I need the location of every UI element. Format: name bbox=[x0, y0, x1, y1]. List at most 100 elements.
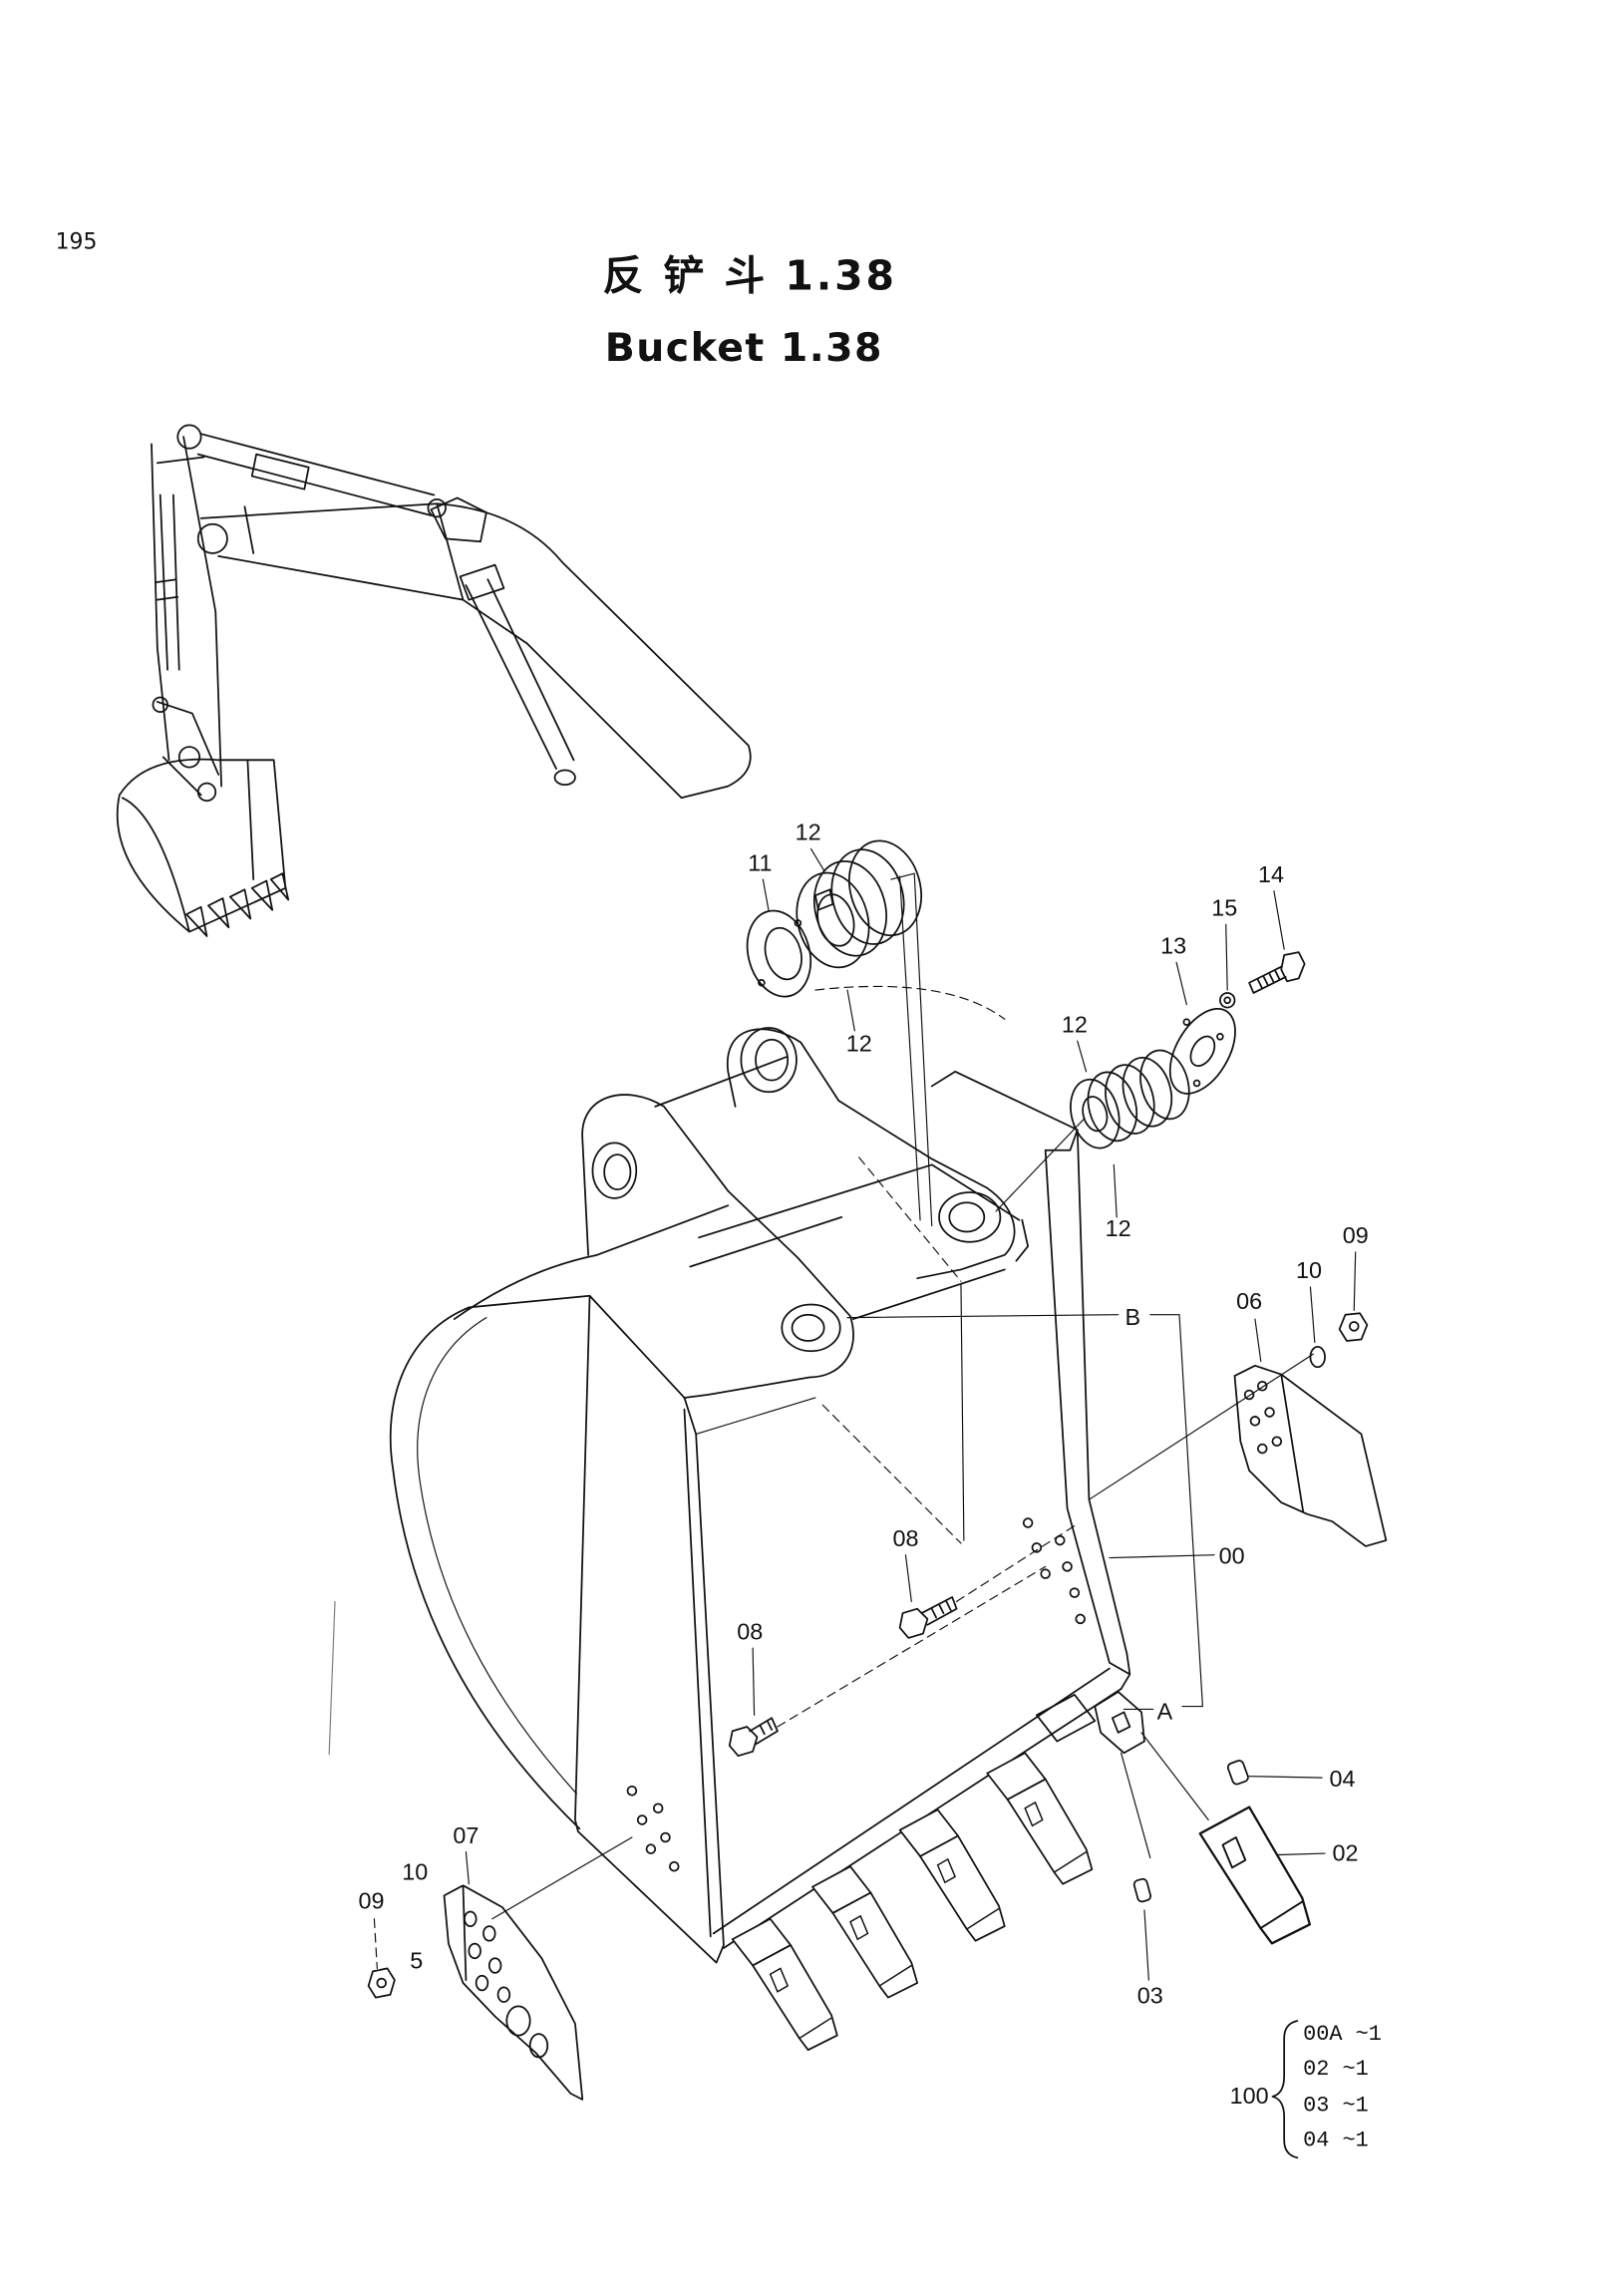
arm-top-pin bbox=[176, 424, 202, 450]
bucket-shell-inner-line bbox=[417, 1317, 577, 1795]
bolt-14-shank bbox=[1248, 965, 1287, 994]
bolt-08-right-shank bbox=[920, 1596, 958, 1626]
bucket-hidden-lines bbox=[821, 1156, 962, 1544]
callout-label: 12 bbox=[1106, 1215, 1131, 1241]
bucket-floor-lines bbox=[695, 1283, 965, 1541]
lock-pin-04 bbox=[1226, 1760, 1249, 1786]
bucket-assembly bbox=[389, 1027, 1131, 1964]
callout-label: 12 bbox=[846, 1030, 872, 1056]
reference-label-a: A bbox=[1157, 1699, 1173, 1725]
callout-label: 5 bbox=[410, 1947, 423, 1973]
arm-cylinder bbox=[459, 563, 575, 770]
washer-10-right bbox=[1309, 1345, 1326, 1369]
side-cutter-06 bbox=[1233, 1364, 1388, 1547]
side-cutter-07 bbox=[443, 1884, 584, 2101]
leader-13 bbox=[1175, 961, 1187, 1006]
cutter-06-centerline bbox=[1088, 1353, 1314, 1500]
exploded-tooth-hardware bbox=[1094, 1691, 1311, 1945]
left-plate-bolt-holes bbox=[626, 1785, 680, 1872]
legend-item: 02 ~1 bbox=[1303, 2057, 1369, 2082]
boom-pivot-bore bbox=[603, 1153, 632, 1190]
pin-centerlines-left bbox=[890, 872, 933, 1227]
bucket-teeth bbox=[733, 1693, 1097, 2050]
pin-centerline-right bbox=[995, 1117, 1086, 1212]
bolt-08-right-centerline bbox=[955, 1524, 1076, 1602]
leader-11 bbox=[762, 878, 770, 912]
side-cutter-07-holes bbox=[464, 1910, 549, 2059]
bolt-08-right-head bbox=[898, 1607, 929, 1639]
rear-link-bore bbox=[791, 1313, 825, 1342]
plate-13-hole bbox=[1192, 1079, 1201, 1088]
leader-b-to-a bbox=[846, 1314, 1203, 1708]
washer-15 bbox=[1219, 992, 1236, 1009]
front-ear-plate bbox=[726, 1028, 1016, 1280]
nut-09-right-bore bbox=[1348, 1321, 1360, 1332]
callout-label: 08 bbox=[737, 1618, 763, 1644]
cutter-07-centerline bbox=[491, 1836, 633, 1920]
arm-cylinder-end bbox=[553, 769, 576, 787]
callout-label: 03 bbox=[1137, 1982, 1163, 2008]
legend-item: 04 ~1 bbox=[1303, 2129, 1369, 2153]
leader-02 bbox=[1277, 1852, 1326, 1856]
legend-item: 03 ~1 bbox=[1303, 2094, 1369, 2119]
bucket-cylinder bbox=[155, 493, 180, 671]
callout-label: 06 bbox=[1236, 1288, 1262, 1314]
bolt-08-left-head bbox=[728, 1726, 759, 1758]
shim-stack-right-12 bbox=[1070, 1049, 1190, 1149]
callout-label: 07 bbox=[453, 1822, 479, 1848]
bolt-08-left-centerline bbox=[777, 1565, 1047, 1728]
callout-label: 13 bbox=[1160, 933, 1186, 959]
leader-12 bbox=[809, 847, 825, 871]
leader-06 bbox=[1254, 1318, 1262, 1363]
leader-12 bbox=[846, 989, 855, 1032]
collar-11-bore bbox=[764, 926, 803, 981]
boom-cylinder bbox=[196, 433, 436, 516]
leader-14 bbox=[1273, 890, 1285, 950]
front-link-bore bbox=[948, 1201, 986, 1233]
collar-11 bbox=[746, 909, 811, 998]
leader-12 bbox=[1077, 1040, 1088, 1073]
washer-15-bore bbox=[1223, 996, 1231, 1005]
callout-label: 11 bbox=[748, 849, 772, 875]
side-cutter-06-holes bbox=[1243, 1381, 1283, 1455]
plate-13-hole bbox=[1182, 1018, 1191, 1026]
tooth-adapter-nose bbox=[1036, 1693, 1097, 1743]
overview-bucket-teeth bbox=[185, 872, 290, 937]
callout-label: 09 bbox=[359, 1888, 385, 1914]
parts-list-legend: 100 00A ~1 02 ~1 03 ~1 04 ~1 bbox=[1230, 2020, 1382, 2159]
callout-label: 00 bbox=[1219, 1542, 1245, 1568]
leader-07 bbox=[465, 1851, 470, 1885]
callout-label: 12 bbox=[1062, 1011, 1088, 1037]
pin-centerline-arc bbox=[814, 985, 1006, 1020]
leader-03 bbox=[1143, 1909, 1149, 1981]
collar-11-hole bbox=[758, 978, 766, 987]
callout-label: 10 bbox=[402, 1858, 428, 1884]
side-cutter-hardware bbox=[328, 1312, 1388, 2101]
nut-09-right bbox=[1338, 1312, 1369, 1342]
left-side-plate bbox=[468, 1294, 725, 1964]
callout-label: 02 bbox=[1332, 1839, 1358, 1865]
assembly-number: 100 bbox=[1230, 2083, 1269, 2109]
callout-label: 04 bbox=[1330, 1766, 1356, 1792]
leader-lines bbox=[373, 847, 1357, 1981]
shim-stack-left-12 bbox=[796, 839, 922, 969]
rear-ear-plate bbox=[581, 1094, 854, 1399]
callout-labels: 11 12 12 12 12 13 15 14 09 10 06 B 00 08… bbox=[359, 820, 1369, 2009]
exploded-adapter bbox=[1094, 1691, 1145, 1755]
exploded-tooth-centerlines bbox=[1121, 1732, 1209, 1859]
boom-pivot-boss bbox=[591, 1142, 638, 1199]
legend-brace bbox=[1271, 2020, 1299, 2159]
leader-12 bbox=[1113, 1163, 1118, 1218]
callout-label: 09 bbox=[1343, 1222, 1369, 1248]
callout-label: 08 bbox=[892, 1525, 918, 1551]
callout-label: 10 bbox=[1296, 1257, 1322, 1283]
bucket-linkage bbox=[156, 701, 220, 797]
right-plate-bolt-holes bbox=[1022, 1517, 1086, 1625]
overview-bucket bbox=[116, 758, 287, 933]
rear-link-boss bbox=[781, 1303, 841, 1353]
reference-label-b: B bbox=[1124, 1304, 1140, 1330]
nut-09-left-bore bbox=[376, 1977, 387, 1989]
callout-label: 12 bbox=[796, 820, 821, 845]
